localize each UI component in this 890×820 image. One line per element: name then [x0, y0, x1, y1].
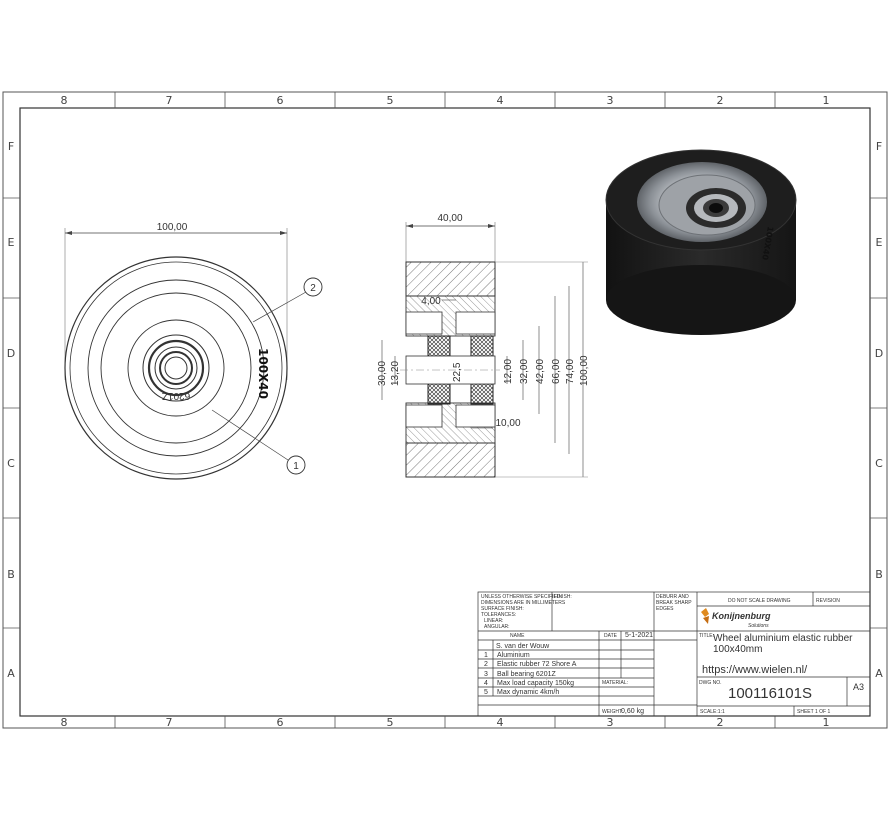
dimension-width-100: 100,00 [64, 222, 288, 380]
zone-row-e-left: E [8, 236, 15, 249]
zone-row-e-right: E [876, 236, 883, 249]
center-dim-22-5: 22,5 [452, 362, 463, 382]
dwg-no-label: DWG NO. [699, 680, 722, 686]
right-dim-66: 66,00 [551, 359, 562, 384]
zone-col-2-bottom: 2 [717, 716, 724, 729]
weight-value: 0,60 kg [621, 708, 644, 715]
note-line-6: ANGULAR: [484, 624, 510, 630]
revision-label: REVISION [816, 598, 840, 604]
zone-col-2-top: 2 [717, 94, 724, 107]
website-url: https://www.wielen.nl/ [702, 664, 808, 676]
right-dim-100: 100,00 [579, 355, 590, 386]
sheet-size: A3 [853, 682, 864, 692]
deburr-line-2: BREAK SHARP [656, 600, 692, 606]
finish-label: FINISH: [554, 594, 572, 600]
drawn-date: 5-1-2021 [625, 632, 653, 639]
zone-col-6-bottom: 6 [277, 716, 284, 729]
sheet-label: SHEET 1 OF 1 [797, 709, 830, 715]
note-line-3: SURFACE FINISH: [481, 606, 524, 612]
section-hub-dim-text: 4,00 [421, 296, 441, 307]
do-not-scale-label: DO NOT SCALE DRAWING [728, 598, 791, 604]
balloon-2: 2 [252, 277, 323, 323]
front-width-dim-text: 100,00 [157, 222, 188, 233]
drawn-name: S. van der Wouw [496, 643, 550, 650]
section-view: 40,00 4,00 10,00 30,00 13,20 [377, 213, 590, 478]
dimension-width-40: 40,00 [405, 213, 496, 262]
title-line-2: 100x40mm [713, 644, 762, 655]
section-bore-dim-text: 10,00 [495, 418, 520, 429]
zone-row-b-left: B [7, 568, 15, 581]
tire-marking-text: 100X40 [256, 348, 270, 399]
item-2-text: Elastic rubber 72 Shore A [497, 661, 577, 668]
title-line-1: Wheel aluminium elastic rubber [713, 633, 853, 644]
item-5-text: Max dynamic 4km/h [497, 689, 559, 696]
balloon-1: 1 [211, 409, 306, 475]
company-logo: Konijnenburg Solutions [701, 608, 771, 629]
wheel-3d-render: 100X40 [605, 149, 797, 335]
note-line-4: TOLERANCES: [481, 612, 516, 618]
right-dim-42: 42,00 [535, 359, 546, 384]
note-line-5: LINEAR: [484, 618, 503, 624]
zone-col-5-bottom: 5 [387, 716, 394, 729]
scale-label: SCALE:1:1 [700, 709, 725, 715]
deburr-line-3: EDGES [656, 606, 674, 612]
dimension-hub-4: 4,00 [421, 296, 456, 307]
note-line-2: DIMENSIONS ARE IN MILLIMETERS [481, 600, 566, 606]
zone-col-4-top: 4 [497, 94, 504, 107]
title-block: UNLESS OTHERWISE SPECIFIED: DIMENSIONS A… [477, 591, 871, 717]
weight-label: WEIGHT: [602, 709, 623, 715]
item-3-num: 3 [484, 671, 488, 678]
bearing-marking-text: 6201Z [162, 390, 190, 401]
zone-col-6-top: 6 [277, 94, 284, 107]
zone-row-c-right: C [875, 457, 883, 470]
zone-row-a-right: A [875, 667, 883, 680]
date-header: DATE [604, 633, 618, 639]
zone-row-b-right: B [875, 568, 883, 581]
zone-col-7-top: 7 [166, 94, 173, 107]
zone-col-8-top: 8 [61, 94, 68, 107]
item-4-num: 4 [484, 680, 488, 687]
front-view: 100,00 100X40 6201Z 2 1 [64, 222, 323, 480]
item-2-num: 2 [484, 661, 488, 668]
dimension-bore-10: 10,00 [471, 418, 521, 429]
item-4-text: Max load capacity 150kg [497, 680, 574, 687]
item-1-text: Aluminium [497, 652, 530, 659]
zone-row-d-right: D [875, 347, 883, 360]
zone-col-5-top: 5 [387, 94, 394, 107]
zone-col-3-bottom: 3 [607, 716, 614, 729]
right-dim-32: 32,00 [519, 359, 530, 384]
deburr-line-1: DEBURR AND [656, 594, 689, 600]
section-width-dim-text: 40,00 [437, 213, 462, 224]
zone-col-7-bottom: 7 [166, 716, 173, 729]
zone-row-a-left: A [7, 667, 15, 680]
right-dim-74: 74,00 [565, 359, 576, 384]
zone-row-d-left: D [7, 347, 15, 360]
note-line-1: UNLESS OTHERWISE SPECIFIED: [481, 594, 562, 600]
zone-col-3-top: 3 [607, 94, 614, 107]
name-header: NAME [510, 633, 525, 639]
balloon-1-text: 1 [293, 461, 299, 472]
title-label: TITLE: [699, 633, 714, 639]
company-name: Konijnenburg [712, 611, 771, 621]
zone-col-4-bottom: 4 [497, 716, 504, 729]
left-dim-13-2: 13,20 [390, 361, 401, 386]
zone-col-1-bottom: 1 [823, 716, 830, 729]
zone-col-1-top: 1 [823, 94, 830, 107]
material-label: MATERIAL: [602, 680, 628, 686]
zone-row-f-left: F [8, 140, 14, 153]
item-1-num: 1 [484, 652, 488, 659]
zone-col-8-bottom: 8 [61, 716, 68, 729]
item-5-num: 5 [484, 689, 488, 696]
left-dim-30: 30,00 [377, 361, 388, 386]
item-3-text: Ball bearing 6201Z [497, 671, 556, 678]
zone-row-c-left: C [7, 457, 15, 470]
company-sub: Solutions [748, 623, 769, 629]
drawing-frame: 8 7 6 5 4 3 2 1 8 7 6 5 4 3 2 1 F E D C … [2, 91, 888, 729]
balloon-2-text: 2 [310, 283, 316, 294]
zone-row-f-right: F [876, 140, 882, 153]
right-dim-12: 12,00 [503, 359, 514, 384]
dwg-number: 100116101S [728, 685, 812, 702]
